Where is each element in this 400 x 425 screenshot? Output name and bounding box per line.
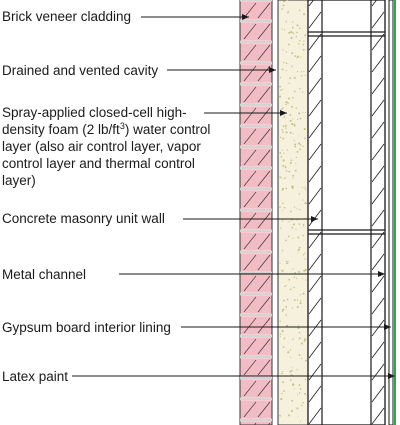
label-spray-foam-part1: Spray-applied closed-cell high- density … (2, 105, 187, 137)
label-spray-foam-part2: ) water control layer (also air control … (2, 122, 211, 188)
label-metal-channel: Metal channel (2, 267, 87, 282)
cmu-wall-layer (307, 0, 386, 425)
label-brick-veneer: Brick veneer cladding (2, 9, 132, 24)
label-cmu-wall: Concrete masonry unit wall (2, 211, 165, 226)
brick-veneer-layer (239, 0, 273, 425)
label-spray-foam: Spray-applied closed-cell high- density … (2, 104, 272, 189)
label-drained-cavity: Drained and vented cavity (2, 63, 159, 78)
gypsum-board-layer (388, 0, 394, 425)
label-gypsum-board: Gypsum board interior lining (2, 320, 171, 335)
label-spray-foam-superscript: 3 (119, 121, 125, 131)
label-latex-paint: Latex paint (2, 369, 69, 384)
spray-foam-layer (277, 0, 309, 425)
